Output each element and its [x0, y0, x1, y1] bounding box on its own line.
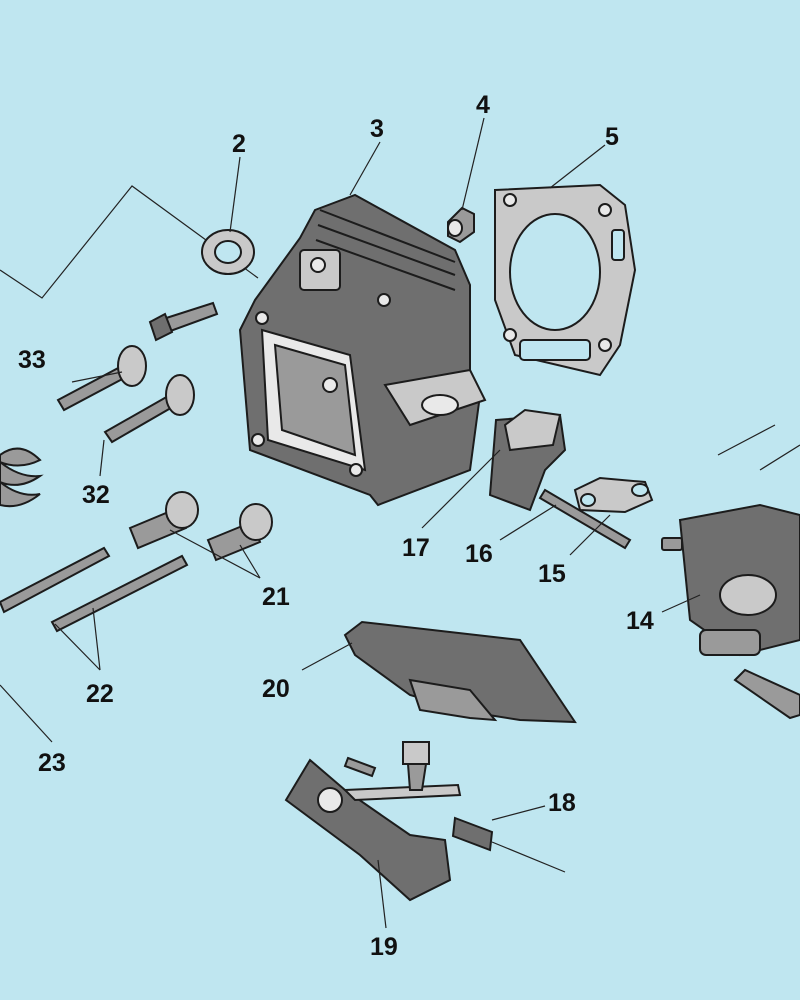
callout-22: 22	[86, 680, 114, 708]
callout-5: 5	[605, 123, 619, 151]
valve-spring	[0, 447, 44, 508]
callout-2: 2	[232, 130, 246, 158]
callout-4: 4	[476, 91, 490, 119]
callout-20: 20	[262, 675, 290, 703]
callout-labels: 2 3 4 5 14 15 16 17 18 19 20 21 22 23 32…	[18, 91, 654, 961]
head-bolt	[148, 301, 219, 342]
assembly-bracket	[0, 185, 259, 299]
part-14-carburetor	[661, 424, 800, 657]
callout-3: 3	[370, 115, 384, 143]
callout-23: 23	[38, 749, 66, 777]
part-22-push-rods	[0, 546, 189, 633]
part-3-cylinder-head	[238, 193, 487, 507]
part-19-governor-arm	[284, 741, 462, 902]
part-bracket-right	[733, 668, 800, 720]
part-5-head-gasket	[494, 183, 637, 377]
callout-21: 21	[262, 583, 290, 611]
leader-lines	[0, 117, 701, 929]
part-21-tappets	[128, 491, 273, 562]
part-18-governor-spring	[451, 816, 566, 873]
callout-16: 16	[465, 540, 493, 568]
part-20-air-guide	[343, 620, 577, 724]
part-4-dowel-sleeve	[447, 206, 475, 244]
callout-15: 15	[538, 560, 566, 588]
part-32-valve	[103, 374, 195, 444]
part-2-gasket-ring	[201, 229, 255, 275]
callout-33: 33	[18, 346, 46, 374]
part-15-carb-gasket	[573, 476, 654, 514]
part-33-valve	[56, 345, 147, 412]
callout-17: 17	[402, 534, 430, 562]
callout-14: 14	[626, 607, 654, 635]
callout-18: 18	[548, 789, 576, 817]
part-17-insulator	[488, 408, 567, 512]
callout-19: 19	[370, 933, 398, 961]
callout-32: 32	[82, 481, 110, 509]
